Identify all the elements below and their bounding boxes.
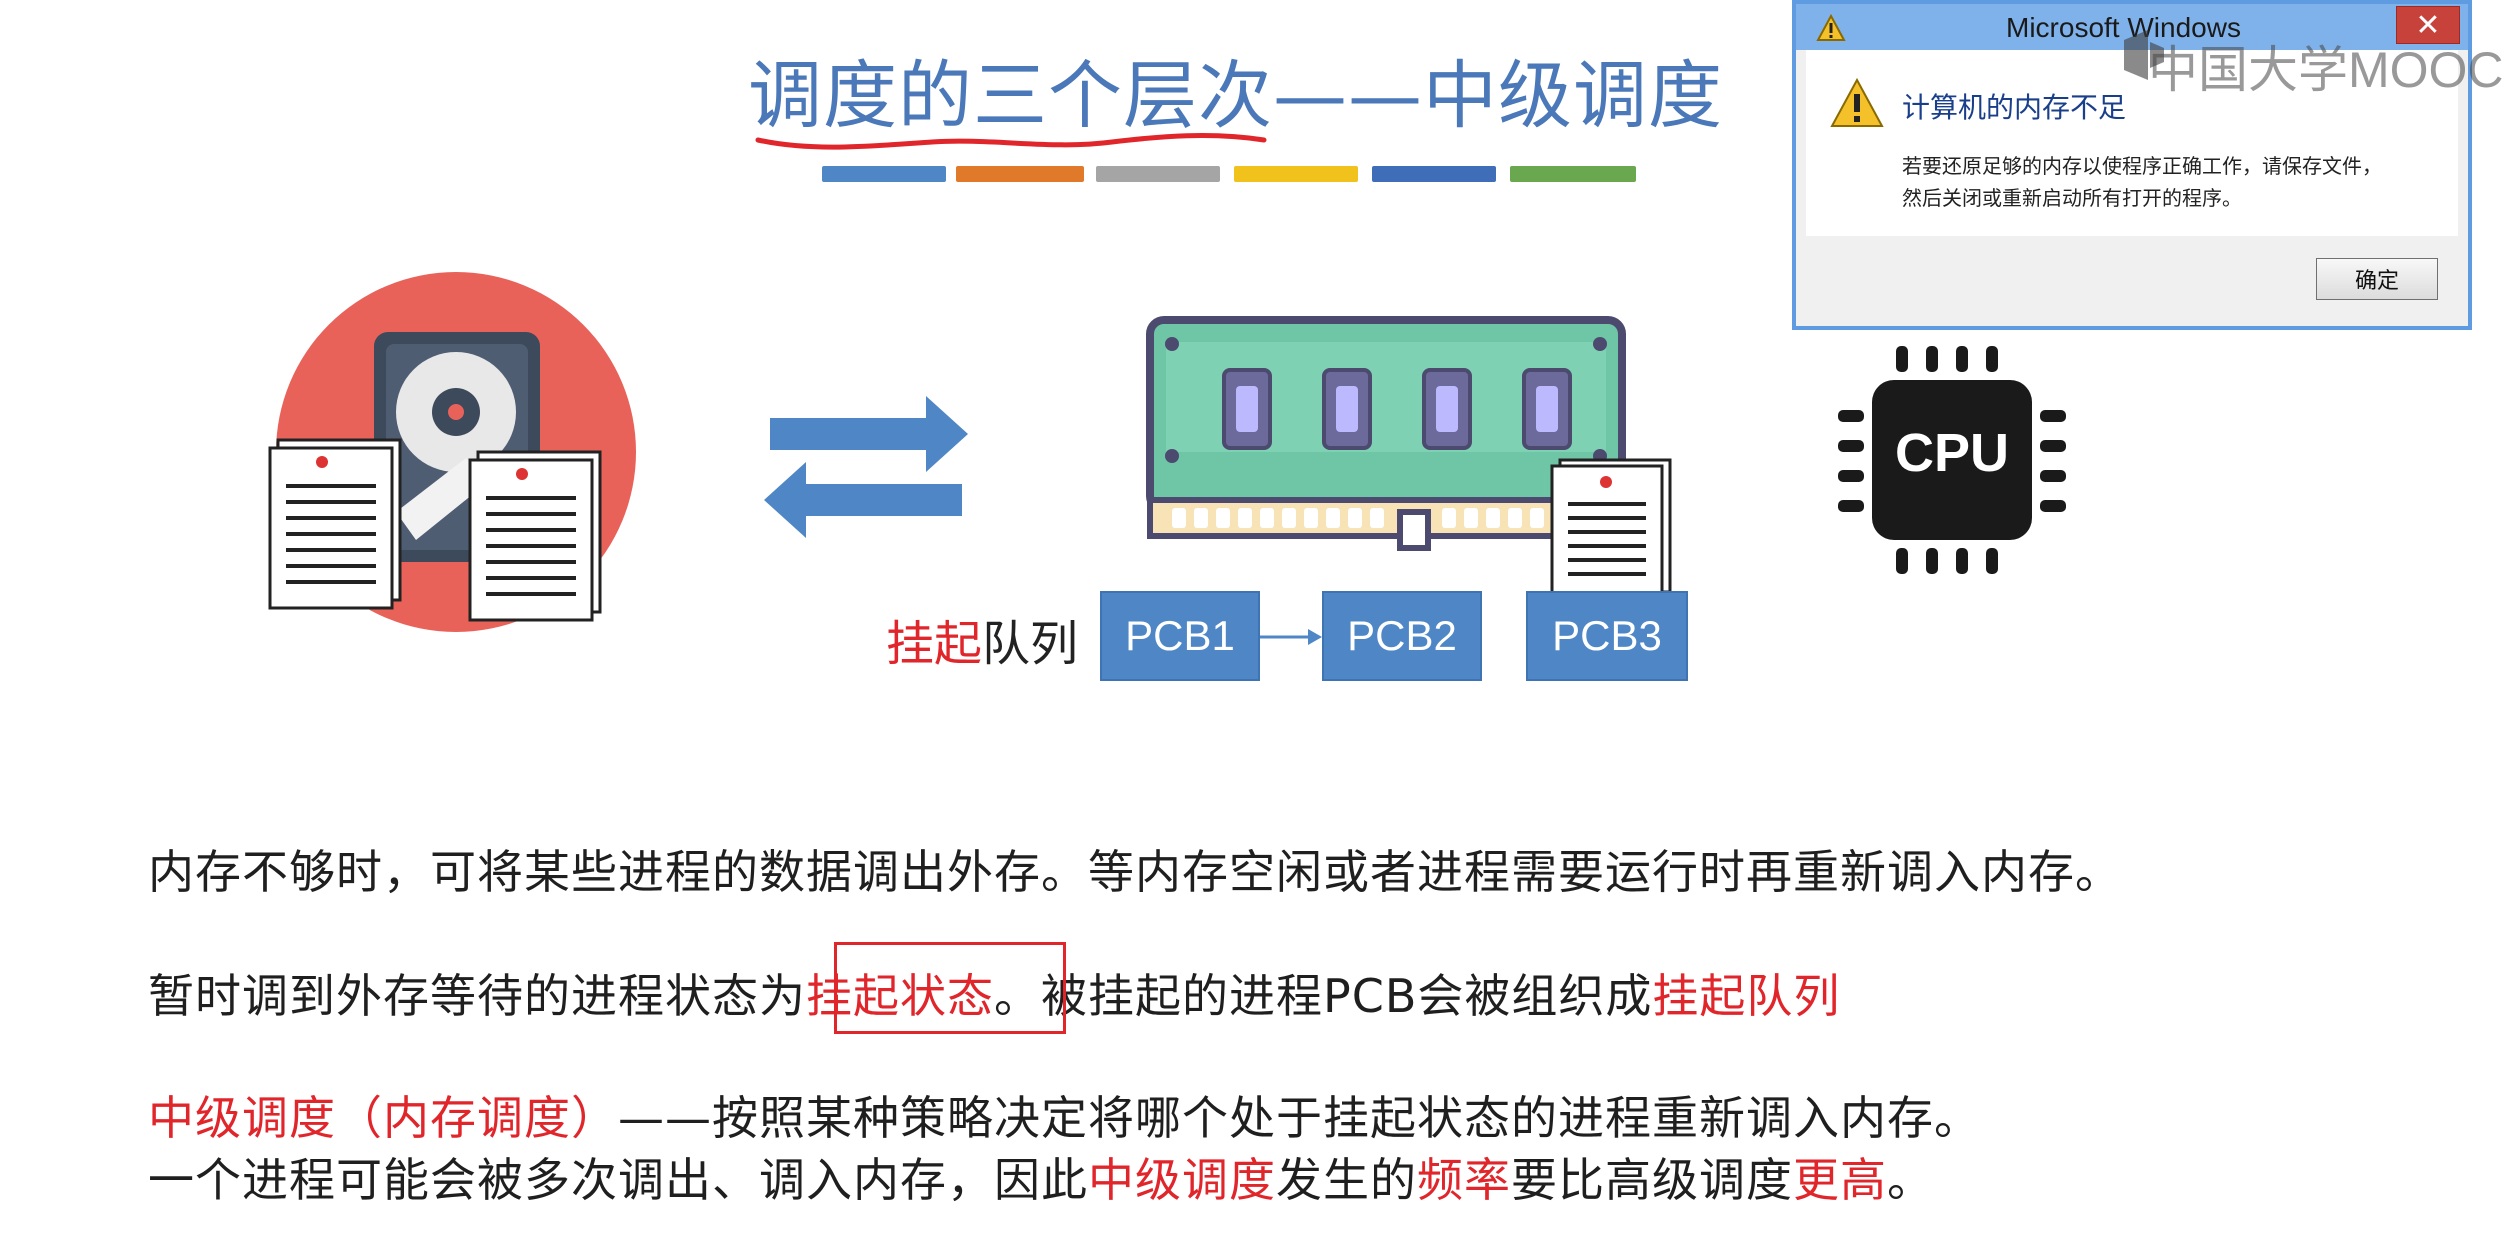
pcb-arrow [1260,629,1322,645]
body-line-4-f: 更高 [1793,1153,1887,1207]
pcb-box-1: PCB1 [1100,591,1260,681]
dialog-message-line-1: 若要还原足够的内存以使程序正确工作，请保存文件， [1902,154,2382,178]
pcb-box-2: PCB2 [1322,591,1482,681]
dialog-ok-button[interactable]: 确定 [2316,258,2438,300]
hard-disk-with-documents-icon [268,272,636,632]
color-bar-4 [1234,166,1358,182]
color-bar-5 [1372,166,1496,182]
pcb-box-3: PCB3 [1526,591,1688,681]
body-line-3: 中级调度（内存调度）——按照某种策略决定将哪个处于挂起状态的进程重新调入内存。 [148,1082,1981,1148]
body-line-4-a: 一个进程可能会被多次调出、调入内存，因此 [148,1153,1088,1207]
title-main: 调度的三个层次 [748,53,1273,139]
body-line-4-d: 频率 [1417,1153,1511,1207]
memory-module-icon [1146,316,1626,551]
swap-arrows-icon [764,396,968,538]
cpu-label: CPU [1894,423,2009,483]
document-icon [1550,458,1672,596]
body-line-2: 暂时调到外存等待的进程状态为挂起状态。被挂起的进程PCB会被组织成挂起队列 [148,960,1840,1026]
queue-label-rest: 队列 [982,616,1079,672]
title-dash: —— [1273,53,1423,139]
color-bar-1 [822,166,946,182]
suspend-state-highlight-box [834,942,1066,1034]
color-bar-6 [1510,166,1636,182]
suspend-queue-term: 挂起队列 [1652,969,1841,1023]
hand-underline [755,133,1267,150]
body-line-2-c: 。被挂起的进程PCB会被组织成 [994,969,1653,1023]
dialog-message-line-2: 然后关闭或重新启动所有打开的程序。 [1902,186,2242,210]
mooc-watermark: 中国大学MOOC [2148,42,2504,98]
suspend-queue-label: 挂起队列 [886,604,1078,674]
body-line-4-e: 要比高级调度 [1511,1153,1793,1207]
color-bar-2 [956,166,1084,182]
title-sub: 中级调度 [1423,53,1723,139]
body-line-4-c: 发生的 [1276,1153,1417,1207]
suspend-state-term: 挂起状态 [806,969,994,1023]
body-line-2-a: 暂时调到外存等待的进程状态为 [148,969,806,1023]
slide-title: 调度的三个层次——中级调度 [748,48,1723,144]
mooc-logo-icon [2124,30,2164,80]
body-line-4: 一个进程可能会被多次调出、调入内存，因此中级调度发生的频率要比高级调度更高。 [148,1144,1934,1210]
body-line-4-b: 中级调度 [1088,1153,1276,1207]
dialog-heading: 计算机的内存不足 [1902,91,2127,124]
body-line-1: 内存不够时，可将某些进程的数据调出外存。等内存空闲或者进程需要运行时再重新调入内… [148,845,2122,899]
color-bar-3 [1096,166,1220,182]
titlebar-warning-icon [1816,14,1846,41]
queue-label-highlight: 挂起 [886,616,983,672]
warning-icon [1830,78,1884,127]
body-line-4-g: 。 [1887,1153,1934,1207]
medium-scheduling-term: 中级调度（内存调度） [148,1091,618,1145]
dialog-close-button[interactable]: ✕ [2396,6,2460,44]
body-line-3-b: ——按照某种策略决定将哪个处于挂起状态的进程重新调入内存。 [618,1091,1981,1145]
dialog-title: Microsoft Windows [2006,12,2241,43]
cpu-chip-icon [1838,346,2066,574]
dialog-body: 计算机的内存不足 若要还原足够的内存以使程序正确工作，请保存文件， 然后关闭或重… [1806,50,2458,236]
